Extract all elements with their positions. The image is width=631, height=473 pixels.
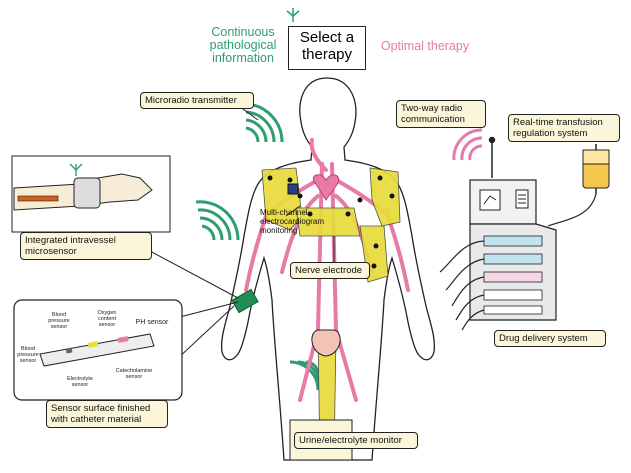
blood-pressure-top-label: Blood pressure sensor	[44, 312, 74, 330]
iv-bag-icon	[548, 144, 609, 226]
drug-delivery-label: Drug delivery system	[494, 330, 606, 347]
two-way-radio-label: Two-way radio communication	[396, 100, 486, 128]
top-antenna-icon	[287, 8, 299, 22]
sensor-surface-label: Sensor surface finished with catheter ma…	[46, 400, 168, 428]
drug-delivery-machine	[440, 180, 556, 330]
integrated-microsensor-label: Integrated intravessel microsensor	[20, 232, 152, 260]
arm-inset	[12, 156, 170, 232]
chest-transmitter	[288, 184, 298, 194]
oxygen-sensor-label: Oxygen content sensor	[92, 310, 122, 328]
catecholamine-sensor-label: Catecholamine sensor	[112, 368, 156, 380]
optimal-therapy-text: Optimal therapy	[372, 40, 478, 53]
multichannel-ecg-label: Multi-channel electrocardiogram monitori…	[256, 206, 344, 237]
continuous-info-text: Continuous pathological information	[200, 26, 286, 65]
select-therapy-box: Select a therapy	[288, 26, 366, 70]
microradio-label: Microradio transmitter	[140, 92, 254, 109]
urine-monitor-label: Urine/electrolyte monitor	[294, 432, 418, 449]
radio-antenna-icon	[490, 138, 495, 179]
arm-sensor-waves	[196, 202, 238, 240]
electrolyte-sensor-label: Electrolyte sensor	[64, 376, 96, 388]
two-way-radio-waves	[454, 130, 482, 160]
realtime-transfusion-label: Real-time transfusion regulation system	[508, 114, 620, 142]
microradio-waves	[246, 104, 282, 142]
nerve-electrode-label: Nerve electrode	[290, 262, 370, 279]
ph-sensor-label: PH sensor	[132, 320, 172, 326]
blood-pressure-left-label: Blood pressure sensor	[14, 346, 42, 364]
